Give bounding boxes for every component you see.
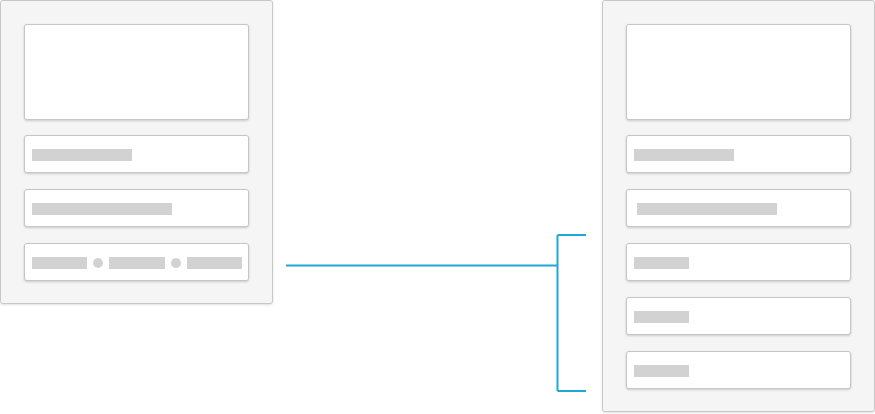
- inline-item-placeholder: [109, 257, 165, 269]
- left-panel: [0, 0, 273, 304]
- text-placeholder: [32, 149, 132, 161]
- right-expanded-item-2: [626, 297, 851, 335]
- right-text-card-1: [626, 135, 851, 173]
- text-placeholder: [634, 311, 689, 323]
- text-placeholder: [634, 257, 689, 269]
- right-expanded-item-1: [626, 243, 851, 281]
- text-placeholder: [637, 203, 777, 215]
- left-text-card-1: [24, 135, 249, 173]
- text-placeholder: [634, 365, 689, 377]
- right-panel: [602, 0, 875, 412]
- inline-item-placeholder: [32, 257, 87, 269]
- text-placeholder: [634, 149, 734, 161]
- left-text-card-2: [24, 189, 249, 227]
- separator-dot: [93, 258, 103, 268]
- connector-line: [286, 234, 586, 392]
- left-inline-items-card: [24, 243, 249, 281]
- separator-dot: [171, 258, 181, 268]
- right-expanded-item-3: [626, 351, 851, 389]
- text-placeholder: [32, 203, 172, 215]
- right-text-card-2: [626, 189, 851, 227]
- right-image-card: [626, 24, 851, 120]
- left-image-card: [24, 24, 249, 120]
- inline-item-placeholder: [187, 257, 242, 269]
